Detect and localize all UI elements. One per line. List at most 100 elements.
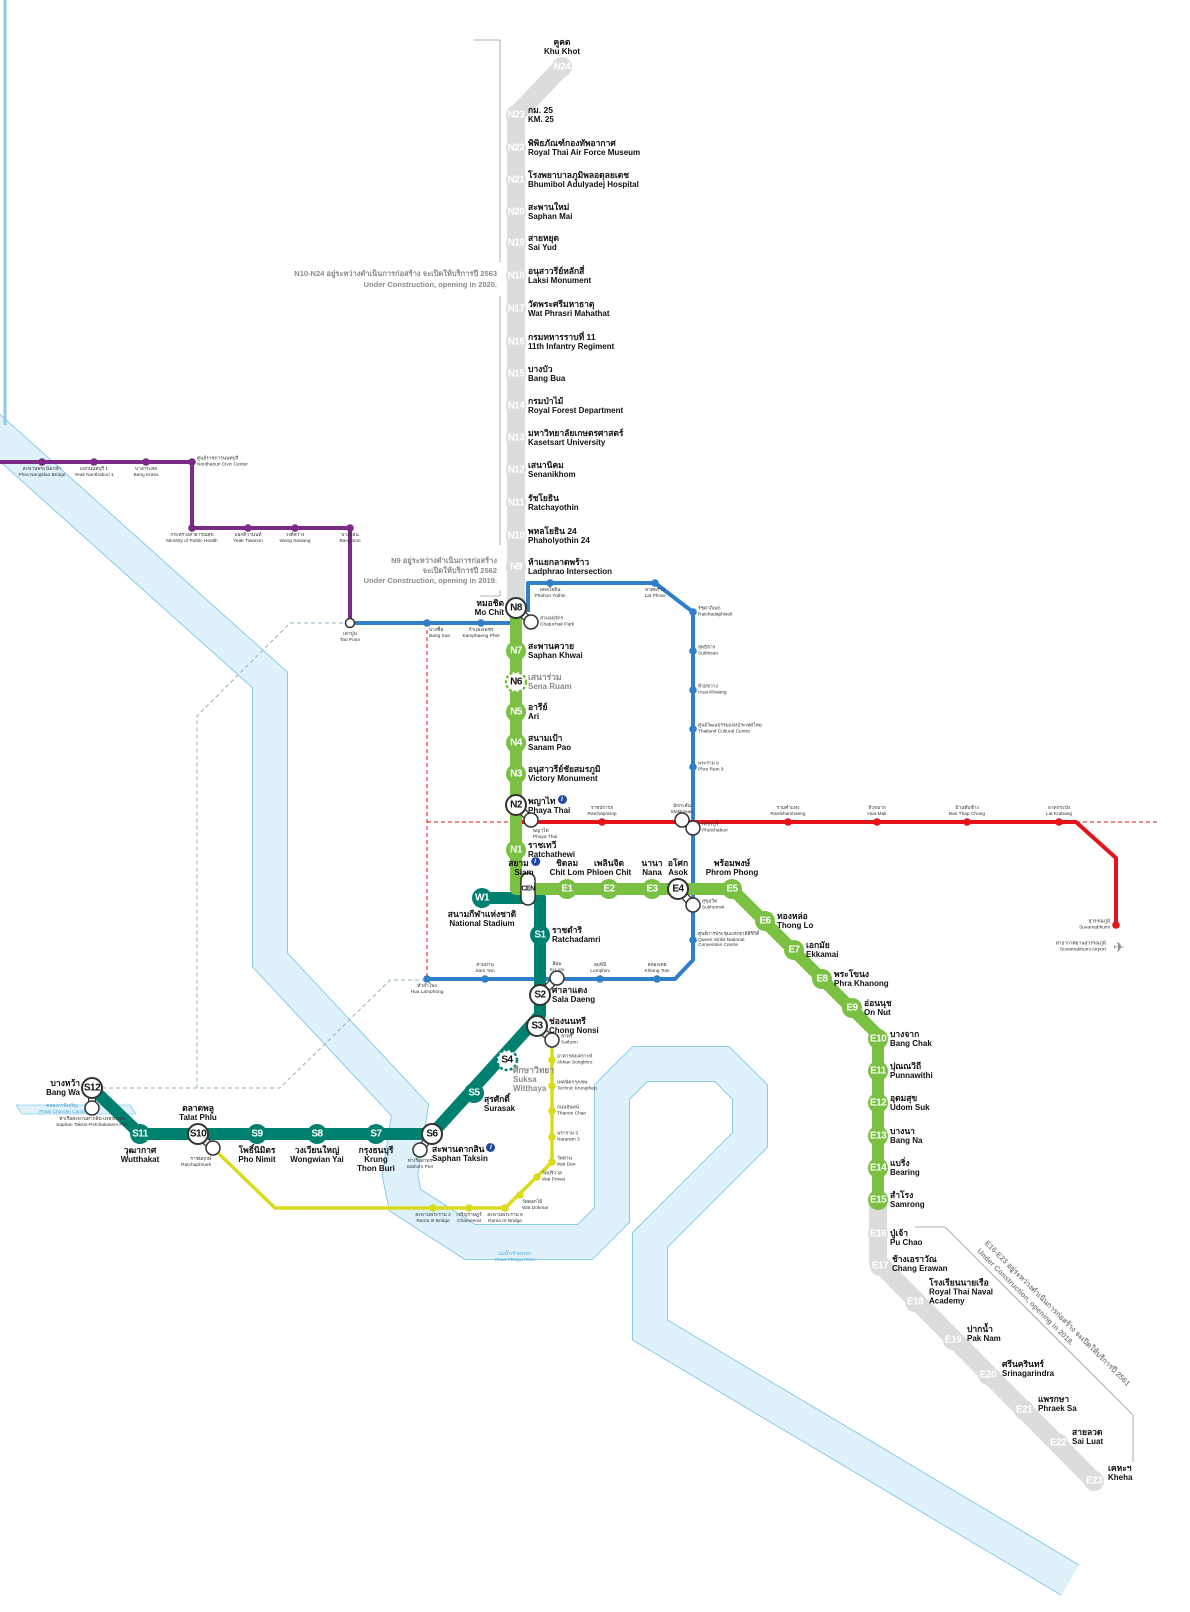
station-nonthaburi-civic-center-marker[interactable]: [188, 458, 196, 466]
station-n18-label[interactable]: อนุสาวรีย์หลักสี่Laksi Monument: [528, 267, 591, 286]
station-e20-code[interactable]: E20: [979, 1369, 997, 1381]
station-n21-code[interactable]: N21: [507, 174, 525, 186]
station-makkasan-marker[interactable]: [674, 812, 690, 828]
station-e7-marker[interactable]: [784, 940, 804, 960]
station-hua-mak-marker[interactable]: [873, 818, 881, 826]
station-n10-code[interactable]: N10: [507, 530, 525, 542]
station-n2-code[interactable]: N2: [510, 799, 522, 811]
station-s8-code[interactable]: S8: [311, 1128, 323, 1140]
station-n8-code[interactable]: N8: [510, 602, 522, 614]
station-s2-code[interactable]: S2: [534, 989, 546, 1001]
station-e13-marker[interactable]: [868, 1126, 888, 1146]
station-suvarnabhumi-marker[interactable]: [1112, 921, 1120, 929]
station-e20-marker[interactable]: [978, 1365, 998, 1385]
station-n18-code[interactable]: N18: [507, 270, 525, 282]
station-n9-code[interactable]: N9: [510, 561, 522, 573]
station-e6-marker[interactable]: [755, 911, 775, 931]
station-s9-code[interactable]: S9: [251, 1128, 263, 1140]
station-e5-code[interactable]: E5: [726, 883, 738, 895]
station-suvarnabhumi-label[interactable]: สุวรรณภูมิSuvarnabhumi: [1079, 920, 1110, 931]
station-n1-marker[interactable]: [506, 840, 526, 860]
station-n15-code[interactable]: N15: [507, 368, 525, 380]
station-s7-marker[interactable]: [366, 1124, 386, 1144]
station-n7-marker[interactable]: [506, 641, 526, 661]
info-icon[interactable]: i: [530, 857, 540, 866]
station-n6-marker[interactable]: [504, 670, 528, 694]
station-n24-marker[interactable]: [552, 57, 572, 77]
station-e4-marker[interactable]: [667, 878, 689, 900]
station-s1-label[interactable]: ราชดำริRatchadamri: [552, 926, 600, 945]
station-sukhumvit-marker[interactable]: [685, 897, 701, 913]
station-s4-code[interactable]: S4: [501, 1054, 513, 1066]
station-lumphini-label[interactable]: ลุมพินีLumphini: [590, 963, 609, 974]
station-e15-marker[interactable]: [868, 1190, 888, 1210]
station-phahon-yothin-marker[interactable]: [546, 579, 554, 587]
station-e7-code[interactable]: E7: [788, 944, 800, 956]
station-yeak-tiwanon-marker[interactable]: [244, 524, 252, 532]
station-e5-label[interactable]: พร้อมพงษ์Phrom Phong: [706, 859, 758, 878]
station-n14-code[interactable]: N14: [507, 400, 525, 412]
station-e11-label[interactable]: ปุณณวิถีPunnawithi: [890, 1062, 933, 1081]
station-e16-marker[interactable]: [868, 1224, 888, 1244]
station-e17-marker[interactable]: [870, 1256, 890, 1276]
station-n4-marker[interactable]: [506, 733, 526, 753]
station-nararam-3-marker[interactable]: [548, 1133, 556, 1141]
station-n8-marker[interactable]: [505, 597, 527, 619]
station-rama-ix-bridge-marker[interactable]: [501, 1204, 509, 1212]
station-n18-marker[interactable]: [506, 266, 526, 286]
station-e5-marker[interactable]: [722, 879, 742, 899]
station-suvarnabhumi-airport-label[interactable]: ท่าอากาศยานสุวรรณภูมิSuvarnabhumi Airpor…: [1056, 942, 1106, 953]
station-n19-marker[interactable]: [506, 233, 526, 253]
station-n22-code[interactable]: N22: [507, 142, 525, 154]
station-n17-label[interactable]: วัดพระศรีมหาธาตุWat Phrasri Mahathat: [528, 300, 610, 319]
station-s6-marker[interactable]: [421, 1123, 443, 1145]
station-n13-code[interactable]: N13: [507, 432, 525, 444]
station-n15-marker[interactable]: [506, 364, 526, 384]
station-n9-marker[interactable]: [506, 557, 526, 577]
station-saphan-taksin-petchakasem-pier-marker[interactable]: [84, 1100, 100, 1116]
station-n20-marker[interactable]: [506, 202, 526, 222]
station-e4-code[interactable]: E4: [672, 883, 684, 895]
station-khlong-toei-marker[interactable]: [653, 975, 661, 983]
station-s5-marker[interactable]: [464, 1083, 484, 1103]
station-chatuchak-park-marker[interactable]: [523, 614, 539, 630]
station-technic-krungthep-marker[interactable]: [548, 1082, 556, 1090]
station-e13-code[interactable]: E13: [869, 1130, 887, 1142]
station-yeak-nonthaburi-1-marker[interactable]: [90, 458, 98, 466]
station-yeak-tiwanon-label[interactable]: แยกติวานนท์Yeak Tiwanon: [233, 533, 263, 544]
station-n12-marker[interactable]: [506, 460, 526, 480]
station-thanon-chan-label[interactable]: ถนนจันทน์Thanon Chan: [557, 1106, 586, 1117]
station-n13-label[interactable]: มหาวิทยาลัยเกษตรศาสตร์Kasetsart Universi…: [528, 429, 623, 448]
station-kamphaeng-phet-marker[interactable]: [477, 619, 485, 627]
station-s1-code[interactable]: S1: [534, 929, 546, 941]
station-e1-code[interactable]: E1: [561, 883, 573, 895]
station-ratchaprarop-marker[interactable]: [598, 818, 606, 826]
station-s10-label[interactable]: ตลาดพลูTalat Phlu: [179, 1104, 217, 1123]
